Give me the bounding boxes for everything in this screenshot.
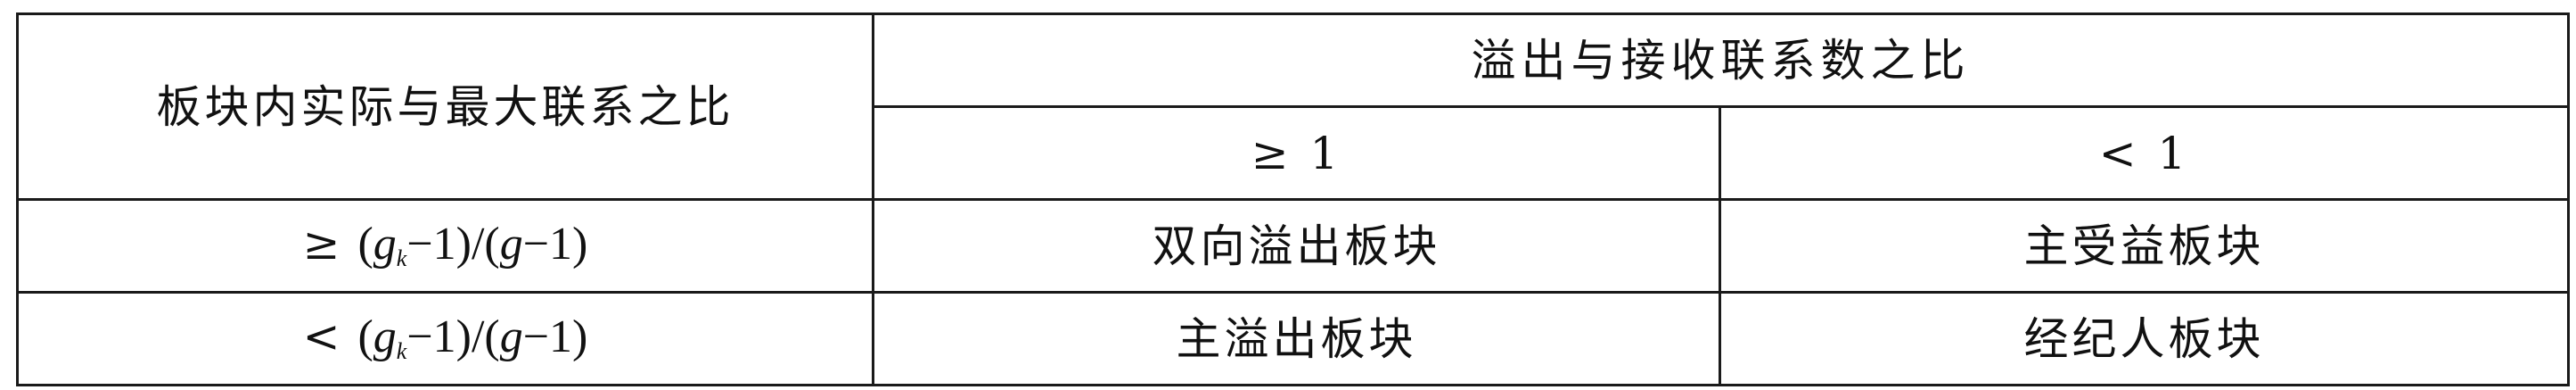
column-group-header: 溢出与接收联系数之比	[872, 12, 2570, 108]
header-row-2: ≥ 1 < 1	[18, 105, 2570, 201]
condition-formula: (gk−1)/(g−1)	[357, 311, 588, 364]
header-row-1: 板块内实际与最大联系之比 溢出与接收联系数之比	[16, 12, 2570, 201]
cell-broker: 经纪人板块	[1719, 291, 2570, 386]
cell-main-spillover: 主溢出板块	[872, 291, 1721, 386]
column-header-ge-1: ≥ 1	[872, 105, 1721, 201]
table-row: ≥ (gk−1)/(g−1) 双向溢出板块 主受益板块	[16, 198, 2570, 294]
condition-cell-ge: ≥ (gk−1)/(g−1)	[16, 198, 874, 294]
column-header-lt-1: < 1	[1719, 105, 2570, 201]
condition-operator: <	[302, 311, 340, 362]
row-header-cell: 板块内实际与最大联系之比	[16, 12, 874, 201]
condition-operator: ≥	[302, 218, 340, 270]
cell-bidirectional-spillover: 双向溢出板块	[872, 198, 1721, 294]
table-frame: 板块内实际与最大联系之比 溢出与接收联系数之比 ≥ 1 < 1 ≥ (gk−1)…	[16, 12, 2570, 386]
condition-cell-lt: < (gk−1)/(g−1)	[16, 291, 874, 386]
block-classification-table: 板块内实际与最大联系之比 溢出与接收联系数之比 ≥ 1 < 1 ≥ (gk−1)…	[16, 12, 2570, 386]
cell-main-beneficiary: 主受益板块	[1719, 198, 2570, 294]
table-row: < (gk−1)/(g−1) 主溢出板块 经纪人板块	[16, 291, 2570, 386]
condition-formula: (gk−1)/(g−1)	[357, 219, 588, 271]
